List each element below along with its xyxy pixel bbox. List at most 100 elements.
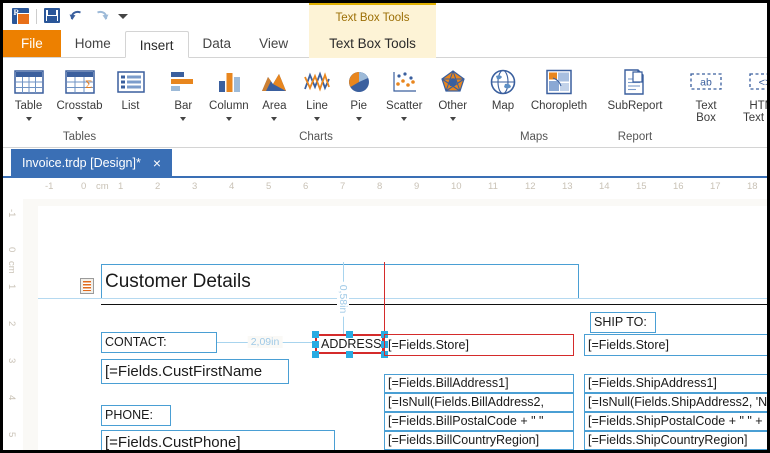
ship-address1-field[interactable]: [=Fields.ShipAddress1] — [584, 374, 767, 393]
close-icon[interactable]: × — [152, 154, 161, 171]
title-divider-right — [384, 304, 767, 305]
horizontal-dimension-label: 2,09in — [247, 336, 283, 348]
insert-other-chart-dropdown-icon[interactable] — [449, 116, 456, 121]
insert-other-chart-button[interactable]: Other — [429, 64, 476, 121]
ship-country-field[interactable]: [=Fields.ShipCountryRegion] — [584, 431, 767, 450]
insert-bar-chart-label: Bar — [174, 100, 193, 112]
ruler-h-tick: 3 — [192, 181, 198, 192]
insert-crosstab-button[interactable]: Σ Crosstab — [54, 64, 105, 121]
ruler-v-tick: 5 — [6, 432, 17, 438]
ship-store-field[interactable]: [=Fields.Store] — [584, 334, 767, 356]
scatter-chart-icon — [390, 66, 418, 98]
report-app-icon[interactable]: R — [12, 8, 30, 25]
svg-text:<>: <> — [759, 77, 770, 89]
ruler-h-tick: 15 — [636, 181, 647, 192]
globe-map-icon — [488, 66, 518, 98]
tab-file[interactable]: File — [3, 30, 61, 57]
contact-label[interactable]: CONTACT: — [101, 332, 217, 353]
bill-country-field[interactable]: [=Fields.BillCountryRegion] — [384, 431, 574, 450]
insert-choropleth-button[interactable]: Choropleth — [526, 64, 592, 113]
ruler-v-tick: 3 — [6, 358, 17, 364]
insert-line-chart-button[interactable]: Line — [296, 64, 339, 121]
ship-address2-field[interactable]: [=IsNull(Fields.ShipAddress2, 'No — [584, 393, 767, 412]
insert-line-chart-dropdown-icon[interactable] — [314, 116, 321, 121]
insert-pie-chart-dropdown-icon[interactable] — [355, 116, 362, 121]
html-text-box-icon: <> — [748, 66, 770, 98]
insert-map-button[interactable]: Map — [480, 64, 526, 113]
ruler-v-tick: -1 — [6, 209, 17, 218]
report-page[interactable]: Customer Details 0,58in CONTACT: — [38, 206, 767, 450]
resize-handle-w[interactable] — [311, 340, 319, 348]
save-button[interactable] — [44, 8, 61, 25]
insert-text-box-label: Text Box — [695, 100, 717, 124]
undo-button[interactable] — [68, 8, 85, 25]
insert-other-chart-label: Other — [438, 100, 468, 112]
insert-bar-chart-button[interactable]: Bar — [162, 64, 205, 121]
vertical-dimension-label: 0,58in — [337, 281, 349, 317]
document-tab-title: Invoice.trdp [Design]* — [22, 155, 141, 170]
ruler-h-tick: 7 — [340, 181, 346, 192]
insert-text-box-button[interactable]: ab Text Box — [682, 64, 730, 124]
cust-first-name-field[interactable]: [=Fields.CustFirstName — [101, 359, 289, 384]
insert-crosstab-label: Crosstab — [56, 100, 103, 112]
tab-text-box-tools[interactable]: Text Box Tools — [309, 30, 436, 58]
ruler-h-tick: 9 — [414, 181, 420, 192]
design-surface: -1 0 cm 1 2 3 4 5 6 7 8 9 10 11 12 13 14… — [3, 176, 767, 450]
redo-arrow-icon — [97, 10, 109, 20]
customize-qat-button[interactable] — [118, 14, 128, 19]
ruler-v-tick: 2 — [6, 321, 17, 327]
resize-handle-sw[interactable] — [311, 350, 319, 358]
pie-chart-icon — [345, 66, 373, 98]
insert-table-dropdown-icon[interactable] — [25, 116, 32, 121]
ship-postal-field[interactable]: [=Fields.ShipPostalCode + " " + F — [584, 412, 767, 431]
ruler-h-tick: 5 — [266, 181, 272, 192]
cust-phone-field[interactable]: [=Fields.CustPhone] — [101, 430, 335, 450]
insert-list-button[interactable]: List — [105, 64, 156, 113]
insert-subreport-button[interactable]: SubReport — [592, 64, 678, 113]
svg-text:ab: ab — [700, 77, 712, 89]
insert-bar-chart-dropdown-icon[interactable] — [180, 116, 187, 121]
ship-to-label[interactable]: SHIP TO: — [590, 312, 656, 333]
address-label-text: ADDRESS: — [321, 337, 385, 351]
insert-pie-chart-button[interactable]: Pie — [338, 64, 379, 121]
ruler-h-tick: 4 — [229, 181, 235, 192]
ruler-h-tick: 1 — [118, 181, 124, 192]
tab-data[interactable]: Data — [202, 36, 232, 51]
insert-html-text-box-label: HTML Text Box — [742, 100, 767, 124]
tab-insert[interactable]: Insert — [124, 31, 189, 58]
insert-scatter-chart-dropdown-icon[interactable] — [401, 116, 408, 121]
bill-postal-field[interactable]: [=Fields.BillPostalCode + " " — [384, 412, 574, 431]
resize-handle-nw[interactable] — [311, 330, 319, 338]
tab-home[interactable]: Home — [74, 36, 111, 51]
ribbon-group-report-items-label: Re — [678, 129, 767, 147]
insert-crosstab-dropdown-icon[interactable] — [76, 116, 83, 121]
tab-view[interactable]: View — [259, 36, 289, 51]
insert-html-text-box-button[interactable]: <> HTML Text Box — [730, 64, 770, 124]
ribbon-group-tables: Table Σ — [3, 58, 156, 147]
insert-area-chart-dropdown-icon[interactable] — [271, 116, 278, 121]
document-tab-invoice[interactable]: Invoice.trdp [Design]* × — [11, 149, 172, 176]
vertical-ruler[interactable]: -1 0 cm 1 2 3 4 5 — [3, 199, 23, 450]
ruler-h-tick: 0 — [81, 181, 87, 192]
ruler-h-tick: 12 — [525, 181, 536, 192]
report-canvas[interactable]: Customer Details 0,58in CONTACT: — [23, 199, 767, 450]
insert-column-chart-button[interactable]: Column — [205, 64, 253, 121]
bill-store-field[interactable]: [=Fields.Store] — [384, 334, 574, 356]
bill-address1-field[interactable]: [=Fields.BillAddress1] — [384, 374, 574, 393]
column-chart-icon — [215, 66, 243, 98]
section-handle-icon[interactable] — [80, 278, 94, 294]
horizontal-ruler[interactable]: -1 0 cm 1 2 3 4 5 6 7 8 9 10 11 12 13 14… — [23, 178, 767, 199]
resize-handle-s[interactable] — [346, 350, 353, 358]
redo-button[interactable] — [92, 8, 109, 25]
bill-address2-field[interactable]: [=IsNull(Fields.BillAddress2, — [384, 393, 574, 412]
resize-handle-n[interactable] — [346, 330, 353, 338]
insert-scatter-chart-button[interactable]: Scatter — [379, 64, 429, 121]
insert-column-chart-dropdown-icon[interactable] — [225, 116, 232, 121]
phone-label[interactable]: PHONE: — [101, 405, 171, 426]
insert-area-chart-button[interactable]: Area — [253, 64, 296, 121]
table-icon — [13, 66, 44, 98]
insert-table-button[interactable]: Table — [3, 64, 54, 121]
band-guide-line — [38, 298, 767, 299]
contextual-tab-title: Text Box Tools — [309, 3, 436, 30]
ribbon: Table Σ — [3, 58, 767, 148]
